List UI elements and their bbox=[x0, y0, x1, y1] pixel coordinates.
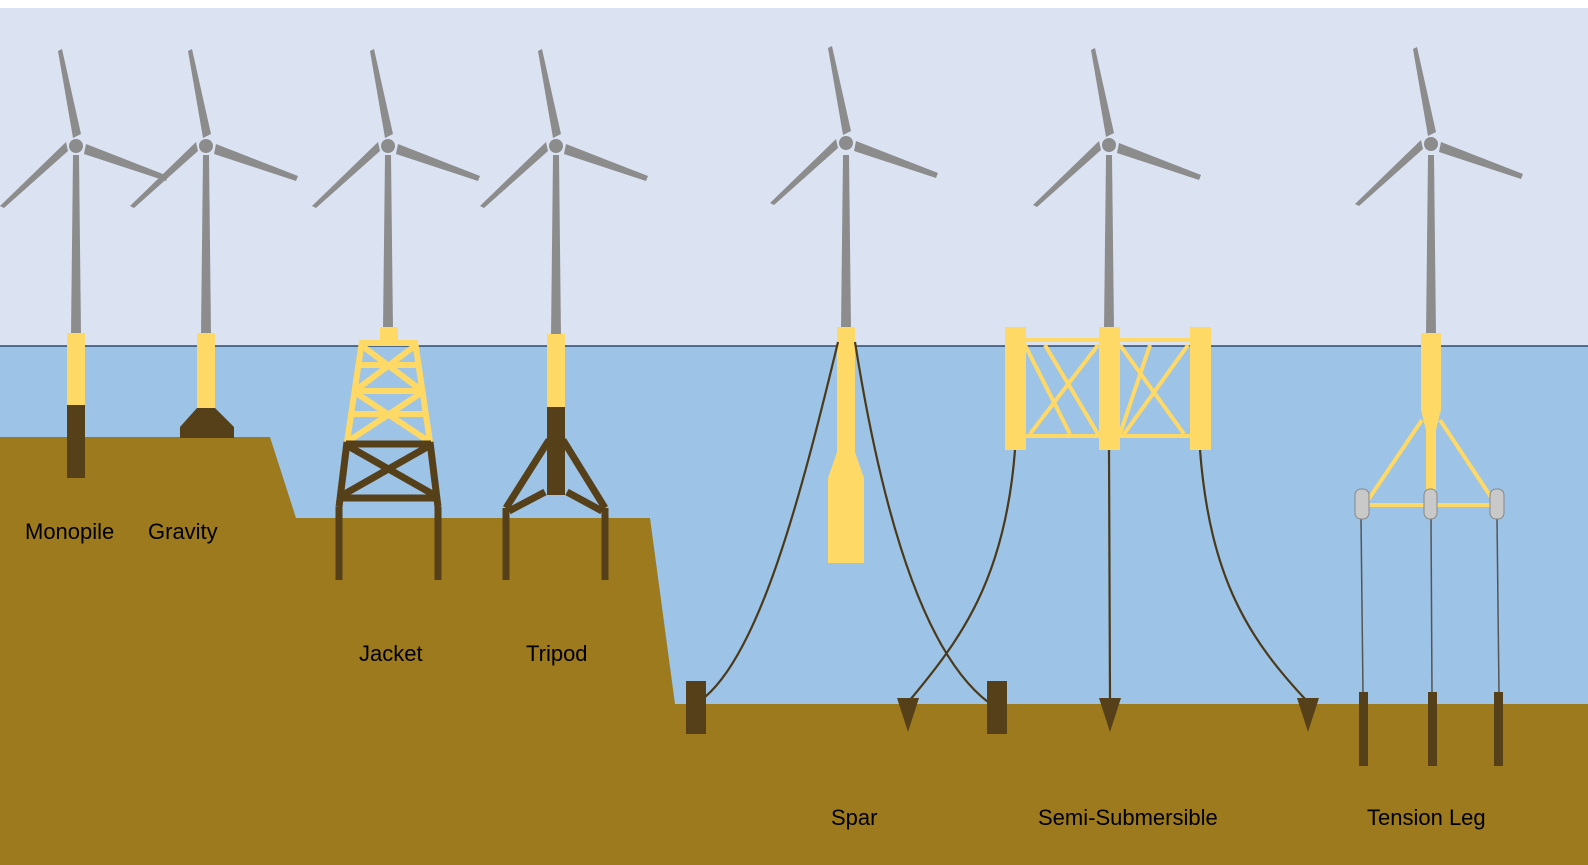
semi-anchor-center bbox=[1099, 698, 1121, 732]
label-tension-leg: Tension Leg bbox=[1367, 805, 1486, 830]
gravity-base bbox=[180, 408, 234, 438]
label-gravity: Gravity bbox=[148, 519, 218, 544]
semi-anchor-left bbox=[897, 698, 919, 732]
semi-column-right bbox=[1190, 327, 1211, 450]
tlp-pile-right bbox=[1494, 692, 1503, 766]
tlp-pile-left bbox=[1359, 692, 1368, 766]
gravity-turbine bbox=[130, 49, 298, 438]
semi-column-left bbox=[1005, 327, 1026, 450]
jacket-turbine bbox=[312, 49, 480, 580]
spar-anchor-left bbox=[686, 681, 706, 734]
seabed bbox=[0, 437, 1588, 865]
tripod-turbine bbox=[480, 49, 648, 580]
monopile-pile bbox=[67, 405, 85, 478]
spar-buoy bbox=[828, 327, 864, 563]
label-semi-submersible: Semi-Submersible bbox=[1038, 805, 1218, 830]
label-jacket: Jacket bbox=[359, 641, 423, 666]
label-tripod: Tripod bbox=[526, 641, 588, 666]
spar-anchor-right bbox=[987, 681, 1007, 734]
tlp-pile-center bbox=[1428, 692, 1437, 766]
monopile-turbine bbox=[0, 49, 168, 478]
semi-submersible-turbine bbox=[897, 48, 1319, 732]
semi-column-center bbox=[1099, 327, 1120, 450]
tension-leg-turbine bbox=[1354, 47, 1523, 766]
sky bbox=[0, 8, 1588, 348]
semi-anchor-right bbox=[1297, 698, 1319, 732]
spar-turbine bbox=[686, 46, 1007, 734]
label-monopile: Monopile bbox=[25, 519, 114, 544]
label-spar: Spar bbox=[831, 805, 877, 830]
